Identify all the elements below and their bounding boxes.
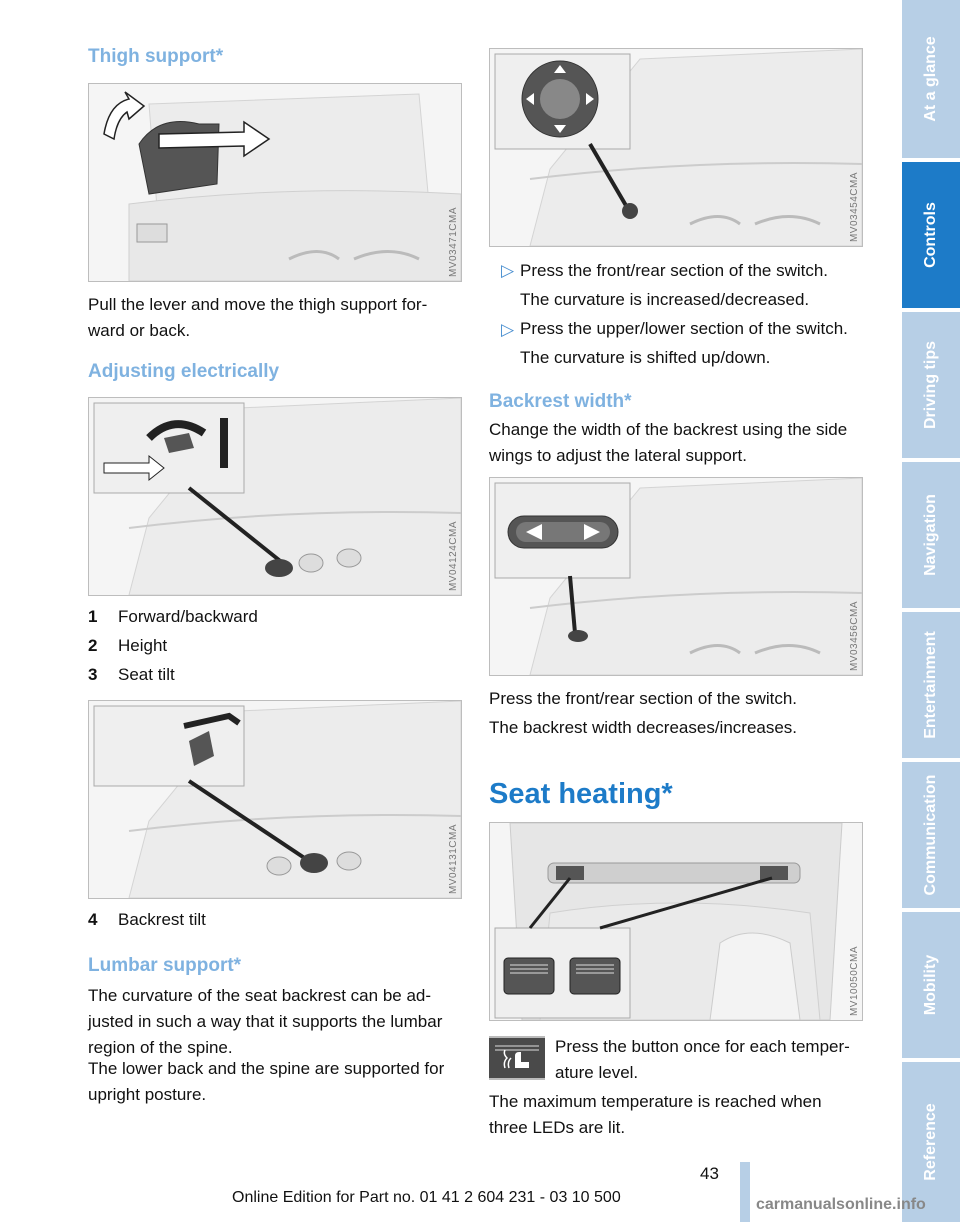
figure-code: MV04131CMA — [448, 823, 459, 894]
tab-driving-tips[interactable]: Driving tips — [902, 312, 960, 458]
bullet-subtext: The curvature is increased/decreased. — [520, 290, 810, 309]
page-number: 43 — [700, 1164, 719, 1183]
tab-entertainment[interactable]: Entertainment — [902, 612, 960, 758]
edition-footer: Online Edition for Part no. 01 41 2 604 … — [232, 1189, 621, 1206]
figure-code: MV04124CMA — [448, 520, 459, 591]
seat-heating-heading: Seat heating* — [489, 778, 673, 810]
seat-heating-text-1: Press the button once for each temper-at… — [555, 1037, 850, 1082]
thigh-support-heading: Thigh support* — [88, 46, 224, 67]
lumbar-switch-illustration: MV03454CMA — [489, 48, 863, 247]
backrest-width-illustration: MV03456CMA — [489, 477, 863, 676]
bullet-icon: ▷ — [501, 320, 515, 339]
bullet-text: Press the front/rear section of the swit… — [520, 261, 829, 280]
lumbar-support-heading: Lumbar support* — [88, 955, 242, 976]
backrest-tilt-illustration: MV04131CMA — [88, 700, 462, 899]
tab-navigation[interactable]: Navigation — [902, 462, 960, 608]
bullet-subtext: The curvature is shifted up/down. — [520, 348, 771, 367]
bullet-text: Press the upper/lower section of the swi… — [520, 319, 848, 338]
figure-code: MV10050CMA — [849, 945, 860, 1016]
figure-code: MV03471CMA — [448, 206, 459, 277]
tab-controls[interactable]: Controls — [902, 162, 960, 308]
seat-heating-button-icon — [489, 1036, 545, 1080]
tab-at-a-glance[interactable]: At a glance — [902, 0, 960, 158]
seat-heating-illustration: MV10050CMA — [489, 822, 863, 1021]
electric-seat-controls-illustration: MV04124CMA — [88, 397, 462, 596]
backrest-width-text-3: The backrest width decreases/increases. — [489, 718, 798, 737]
thigh-support-text: Pull the lever and move the thigh suppor… — [88, 295, 428, 340]
tab-mobility[interactable]: Mobility — [902, 912, 960, 1058]
lumbar-support-text-1: The curvature of the seat backrest can b… — [88, 986, 443, 1057]
adjusting-electrically-heading: Adjusting electrically — [88, 361, 280, 382]
bullet-icon: ▷ — [501, 261, 515, 280]
backrest-width-text-2: Press the front/rear section of the swit… — [489, 689, 798, 708]
lumbar-support-text-2: The lower back and the spine are support… — [88, 1059, 445, 1104]
thigh-support-illustration: MV03471CMA — [88, 83, 462, 282]
page-number-bar — [740, 1162, 750, 1222]
backrest-width-heading: Backrest width* — [489, 391, 632, 412]
seat-heating-text-2: The maximum temperature is reached when … — [489, 1092, 822, 1137]
figure-code: MV03454CMA — [849, 171, 860, 242]
watermark: carmanualsonline.info — [756, 1196, 926, 1213]
backrest-width-text: Change the width of the backrest using t… — [489, 420, 848, 465]
tab-reference[interactable]: Reference — [902, 1062, 960, 1222]
tab-communication[interactable]: Communication — [902, 762, 960, 908]
figure-code: MV03456CMA — [849, 600, 860, 671]
